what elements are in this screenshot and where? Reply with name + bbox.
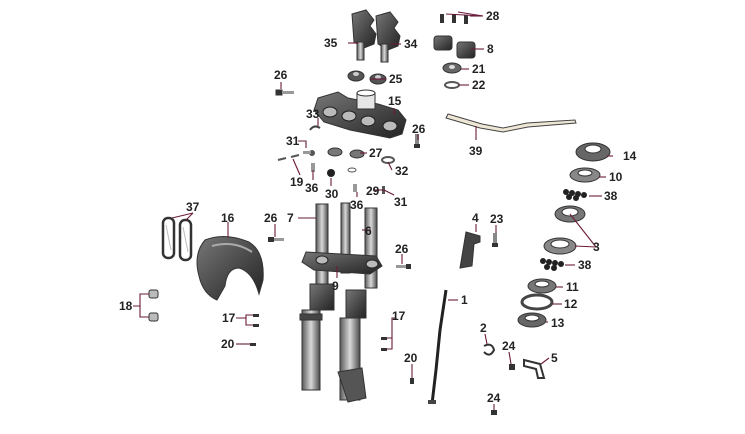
callout-25: 25 [389, 72, 403, 86]
callout-23: 23 [490, 212, 504, 226]
callout-31-left: 31 [286, 134, 300, 148]
brake-hose [428, 289, 448, 405]
handlebar-clamp-right [375, 11, 401, 63]
bolt-26-fork-left [268, 237, 284, 242]
callout-3: 3 [593, 240, 600, 254]
steering-nut-14 [575, 142, 611, 162]
fork-leg-right [337, 207, 378, 403]
bolt-26-top [275, 89, 294, 96]
callout-11: 11 [566, 280, 579, 294]
callout-38-bottom: 38 [578, 258, 592, 272]
callout-16: 16 [221, 211, 235, 225]
bearing-balls-38-top [563, 189, 587, 201]
handlebar-39 [445, 113, 577, 133]
callout-10: 10 [609, 170, 623, 184]
callout-18: 18 [119, 299, 133, 313]
hose-bracket-4 [459, 231, 481, 269]
bolt-24 [509, 364, 515, 370]
callout-36-right: 36 [350, 198, 364, 212]
callout-26-top: 26 [274, 68, 288, 82]
handlebar-clamp-left [351, 9, 377, 61]
nut-21 [442, 62, 462, 74]
callout-15: 15 [388, 94, 402, 108]
callout-14: 14 [623, 149, 637, 163]
steering-stem [340, 202, 351, 274]
callout-34: 34 [404, 37, 418, 51]
lower-triple-clamp [301, 251, 383, 275]
callout-6: 6 [365, 224, 372, 238]
callout-24-bottom: 24 [487, 391, 501, 405]
callout-26-clamp: 26 [412, 122, 426, 136]
callout-33: 33 [306, 107, 320, 121]
front-fender [196, 236, 264, 301]
callout-32: 32 [395, 164, 409, 178]
callout-28: 28 [486, 9, 500, 23]
bearing-cone-11 [527, 278, 557, 294]
callout-4: 4 [472, 211, 479, 225]
hose-clip-2 [483, 343, 496, 356]
callout-21: 21 [472, 62, 486, 76]
callout-26-fork-right: 26 [395, 242, 409, 256]
bearing-race-3 [543, 237, 577, 255]
callout-13: 13 [551, 316, 565, 330]
callout-7: 7 [287, 211, 294, 225]
bolts-17-20 [250, 314, 414, 384]
fender-clips [148, 289, 159, 322]
ignition-clamp-8 [433, 35, 476, 59]
leader-lines [133, 11, 613, 410]
cap-bolts-28 [440, 14, 468, 24]
callout-17-left: 17 [222, 311, 236, 325]
callout-8: 8 [487, 42, 494, 56]
callout-labels: 28 8 21 22 35 34 25 26 15 33 26 39 31 27… [119, 9, 637, 405]
bolt-23 [492, 233, 498, 247]
callout-20-right: 20 [404, 351, 418, 365]
washer-22 [444, 81, 460, 89]
callout-26-fork-left: 26 [264, 211, 278, 225]
callout-36-left: 36 [305, 181, 319, 195]
callout-31-right: 31 [394, 195, 408, 209]
callout-2: 2 [480, 321, 487, 335]
callout-20-left: 20 [221, 337, 235, 351]
callout-29: 29 [366, 184, 380, 198]
callout-19: 19 [290, 175, 304, 189]
hose-bracket-5 [523, 358, 546, 379]
bolt-26-fork-right [396, 264, 411, 269]
bottom-cone-13 [517, 312, 547, 328]
lock-washer-10 [569, 167, 601, 183]
callout-39: 39 [469, 144, 483, 158]
callout-5: 5 [551, 351, 558, 365]
callout-22: 22 [472, 78, 486, 92]
small-hardware-cluster [277, 125, 395, 194]
callout-24-top: 24 [502, 339, 516, 353]
callout-38-top: 38 [604, 189, 618, 203]
bolt-26-clamp [414, 134, 420, 148]
callout-1: 1 [461, 293, 468, 307]
fork-leg-left [299, 203, 335, 391]
callout-30: 30 [325, 187, 339, 201]
callout-17-right: 17 [392, 309, 406, 323]
reflector-pair [161, 216, 193, 262]
clamp-nut-left [347, 70, 365, 82]
callout-12: 12 [564, 297, 578, 311]
callout-9: 9 [332, 279, 339, 293]
bearing-balls-38-bottom [540, 258, 564, 271]
callout-27: 27 [369, 146, 383, 160]
dust-seal-12 [520, 293, 554, 311]
callout-37: 37 [186, 200, 200, 214]
callout-35: 35 [324, 36, 338, 50]
upper-triple-clamp [313, 89, 407, 139]
bolt-24-bottom [491, 410, 497, 415]
